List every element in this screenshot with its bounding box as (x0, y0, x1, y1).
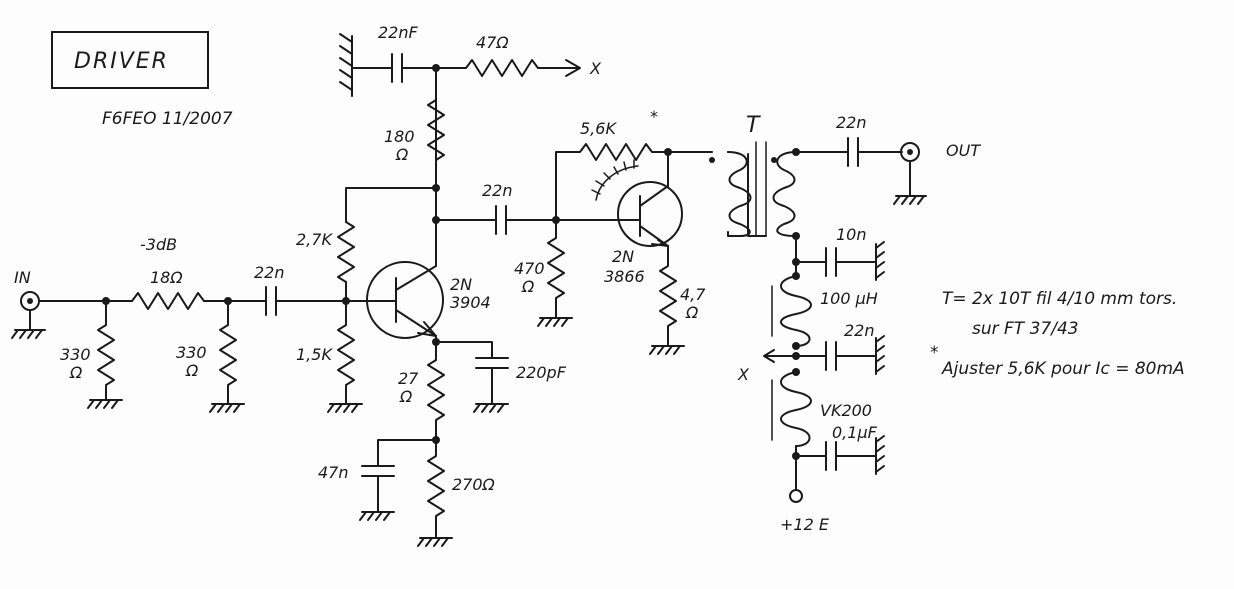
label-r-emitter-27: 27 (398, 369, 419, 388)
label-r-emitter-4-7-unit: Ω (685, 303, 699, 322)
label-r-bias-bottom: 1,5K (296, 345, 333, 364)
label-r-emitter-270: 270Ω (452, 475, 496, 494)
resistor-att-shunt2 (209, 300, 245, 413)
label-q2-prefix: 2N (612, 247, 634, 266)
label-r-top: 47Ω (476, 33, 509, 52)
label-transformer: T (746, 113, 761, 138)
capacitor-coupling-q2 (435, 205, 557, 235)
note-transformer-line1: T= 2x 10T fil 4/10 mm tors. (942, 289, 1177, 309)
attenuator-label: -3dB (140, 235, 177, 254)
resistor-att-series (131, 292, 205, 310)
capacitor-decouple-0-1uf (795, 435, 885, 491)
capacitor-decouple-10n (795, 241, 885, 281)
label-x-top: X (589, 59, 602, 78)
output-label: OUT (946, 141, 981, 160)
label-r-emitter-4-7: 4,7 (680, 285, 706, 304)
capacitor-input (257, 286, 347, 316)
title-box (51, 31, 209, 89)
note-transformer-line2: sur FT 37/43 (972, 319, 1079, 339)
label-q1-number: 3904 (450, 293, 491, 312)
label-x-supply: X (737, 365, 750, 384)
capacitor-emitter-220p (435, 341, 509, 413)
label-r-att-shunt1-unit: Ω (69, 363, 83, 382)
resistor-top (435, 59, 581, 77)
label-r-att-series: 18Ω (150, 268, 183, 287)
resistor-emitter-27 (427, 359, 445, 441)
label-r-att-shunt1: 330 (60, 345, 91, 364)
label-r-collector-unit: Ω (395, 145, 409, 164)
resistor-emitter-270 (417, 439, 453, 547)
label-r-emitter-27-unit: Ω (399, 387, 413, 406)
output-connector (893, 142, 927, 205)
label-c-output: 22n (836, 113, 867, 132)
input-connector (11, 291, 46, 339)
label-r-feedback-star: * (650, 107, 658, 126)
label-r-bias-top: 2,7K (296, 230, 333, 249)
inductor-vk200 (771, 371, 812, 447)
note-adjust-star: * (930, 343, 939, 363)
label-r-collector: 180 (384, 127, 415, 146)
label-r-att-shunt2-unit: Ω (185, 361, 199, 380)
transformer-t (727, 141, 797, 237)
resistor-bias-top (337, 187, 437, 283)
resistor-att-shunt1 (87, 300, 123, 409)
resistor-collector (427, 99, 445, 161)
resistor-base-470 (537, 219, 573, 327)
label-r-base-470-unit: Ω (521, 277, 535, 296)
resistor-emitter-4-7 (649, 245, 685, 355)
label-q1-prefix: 2N (450, 275, 472, 294)
capacitor-decouple-22n (795, 335, 885, 375)
label-r-feedback: 5,6K (580, 119, 617, 138)
x-arrow (763, 349, 797, 363)
title-text: DRIVER (74, 49, 169, 74)
label-c-emitter-bypass: 47n (318, 463, 349, 482)
capacitor-emitter-bypass (359, 439, 437, 521)
label-inductor-100uh: 100 µH (820, 289, 878, 308)
capacitor-top (339, 33, 437, 97)
label-r-base-470: 470 (514, 259, 545, 278)
resistor-feedback (555, 143, 669, 221)
label-r-att-shunt2: 330 (176, 343, 207, 362)
label-c-decouple-0-1uf: 0,1µF (832, 423, 878, 442)
label-c-decouple-22n: 22n (844, 321, 875, 340)
label-inductor-vk200: VK200 (820, 401, 872, 420)
author-text: F6FEO 11/2007 (102, 109, 233, 129)
label-c-coupling-q2: 22n (482, 181, 513, 200)
input-label: IN (14, 268, 31, 287)
supply-label: +12 E (780, 515, 830, 534)
transistor-q2 (555, 159, 683, 247)
note-adjust-text: Ajuster 5,6K pour Ic = 80mA (941, 359, 1185, 379)
label-c-decouple-10n: 10n (836, 225, 867, 244)
label-c-emitter-220p: 220pF (516, 363, 567, 382)
capacitor-output (847, 137, 903, 167)
resistor-bias-bottom (327, 300, 363, 413)
label-c-top: 22nF (378, 23, 419, 42)
label-c-input: 22n (254, 263, 285, 282)
supply-terminal (789, 489, 803, 503)
label-q2-number: 3866 (604, 267, 645, 286)
transistor-q1 (345, 261, 444, 339)
inductor-100uh (771, 275, 812, 347)
